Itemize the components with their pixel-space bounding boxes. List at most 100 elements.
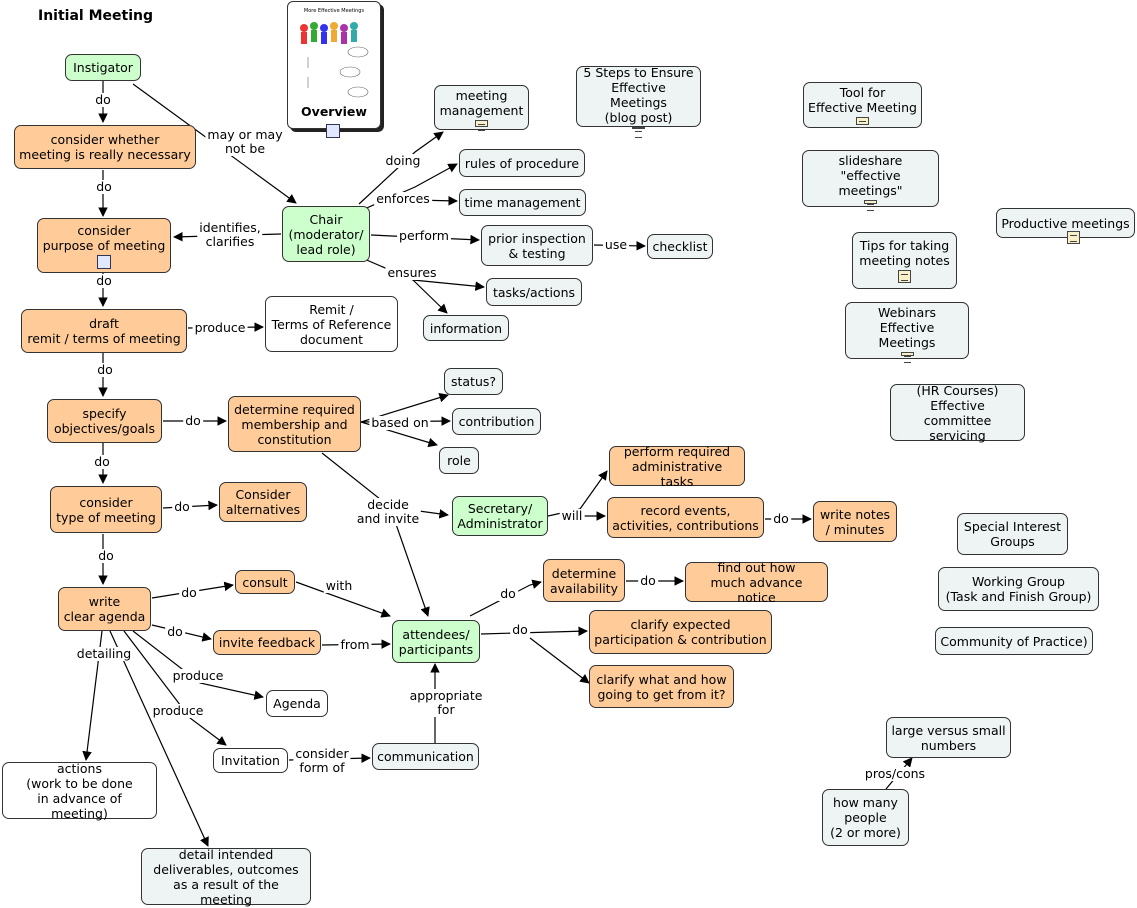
node-write-agenda[interactable]: write clear agenda [58, 587, 151, 631]
node-instigator[interactable]: Instigator [65, 54, 141, 81]
node-webinars[interactable]: Webinars Effective Meetings [845, 302, 969, 363]
node-record-events[interactable]: record events, activities, contributions [607, 497, 764, 538]
document-link-icon[interactable] [898, 270, 911, 283]
node-time-management[interactable]: time management [459, 189, 586, 216]
link-label: do [92, 454, 112, 469]
node-how-many[interactable]: how many people (2 or more) [822, 789, 909, 846]
overview-thumbnail: More Effective Meetings [300, 8, 369, 98]
node-clarify-what[interactable]: clarify what and how going to get from i… [589, 665, 734, 708]
link-label: ensures [385, 265, 439, 280]
link-label: enforces [374, 191, 432, 206]
link-label: doing [383, 153, 423, 168]
edge [412, 279, 448, 314]
node-actions[interactable]: actions (work to be done in advance of m… [2, 761, 157, 821]
node-consider-type[interactable]: consider type of meeting [50, 486, 162, 533]
node-determine-membership[interactable]: determine required membership and consti… [228, 396, 361, 452]
link-label: do [771, 511, 791, 526]
link-label: with [323, 578, 355, 593]
node-secretary[interactable]: Secretary/ Administrator [452, 496, 548, 536]
node-tool-effective[interactable]: Tool for Effective Meeting [803, 82, 922, 128]
node-productive-meetings[interactable]: Productive meetings [996, 208, 1135, 244]
link-label: may or may not be [205, 127, 285, 156]
edge [358, 131, 444, 205]
overview-card[interactable]: More Effective Meetings Overview [287, 1, 381, 138]
node-prior-inspection[interactable]: prior inspection & testing [481, 225, 593, 266]
document-link-icon[interactable] [1067, 231, 1080, 244]
page-title: Initial Meeting [38, 8, 153, 24]
node-consider-necessary[interactable]: consider whether meeting is really neces… [14, 125, 196, 169]
node-consider-purpose[interactable]: consider purpose of meeting [37, 218, 171, 273]
document-link-icon[interactable] [900, 352, 914, 363]
node-consider-alternatives[interactable]: Consider alternatives [219, 482, 307, 522]
overview-label: Overview [301, 104, 367, 119]
node-agenda[interactable]: Agenda [266, 690, 328, 717]
svg-text:More Effective Meetings: More Effective Meetings [304, 8, 365, 14]
node-meeting-management[interactable]: meeting management [434, 85, 529, 131]
node-draft-remit[interactable]: draft remit / terms of meeting [21, 309, 187, 353]
node-remit-doc[interactable]: Remit / Terms of Reference document [265, 296, 398, 352]
link-label: decide and invite [354, 497, 422, 526]
node-chair[interactable]: Chair (moderator/ lead role) [282, 206, 370, 262]
node-status[interactable]: status? [444, 368, 503, 395]
link-label: do [179, 585, 199, 600]
link-label: consider form of [293, 746, 351, 775]
link-label: pros/cons [862, 766, 928, 781]
node-five-steps[interactable]: 5 Steps to Ensure Effective Meetings (bl… [576, 65, 701, 138]
link-label: do [96, 548, 116, 563]
link-label: do [94, 273, 114, 288]
link-label: will [559, 508, 585, 523]
link-label: based on [369, 415, 431, 430]
link-label: detailing [74, 646, 134, 661]
node-role[interactable]: role [439, 447, 479, 474]
document-link-icon[interactable] [632, 126, 645, 138]
document-link-icon[interactable] [864, 200, 877, 211]
link-label: do [510, 622, 530, 637]
node-communication[interactable]: communication [372, 743, 479, 770]
edge [132, 630, 264, 700]
node-checklist[interactable]: checklist [647, 234, 713, 259]
node-slideshare[interactable]: slideshare "effective meetings" [802, 150, 939, 211]
node-hr-courses[interactable]: (HR Courses) Effective committee servici… [890, 383, 1025, 443]
node-determine-availability[interactable]: determine availability [543, 559, 625, 602]
edge [469, 579, 542, 617]
node-contribution[interactable]: contribution [452, 408, 541, 435]
node-consult[interactable]: consult [235, 570, 295, 594]
link-label: produce [150, 703, 206, 718]
node-specify-objectives[interactable]: specify objectives/goals [47, 399, 162, 443]
node-special-interest[interactable]: Special Interest Groups [957, 513, 1068, 555]
concept-map-link-icon[interactable] [326, 124, 340, 138]
link-label: use [602, 237, 630, 252]
link-label: do [94, 179, 114, 194]
link-label: produce [192, 320, 248, 335]
concept-map-link-icon[interactable] [97, 254, 111, 269]
link-label: do [638, 573, 658, 588]
edge [123, 630, 227, 746]
node-large-small[interactable]: large versus small numbers [886, 717, 1011, 758]
node-invitation[interactable]: Invitation [213, 748, 288, 773]
document-link-icon[interactable] [856, 117, 869, 128]
node-attendees[interactable]: attendees/ participants [392, 620, 480, 663]
edge [480, 626, 588, 637]
link-label: do [498, 586, 518, 601]
edge [295, 581, 391, 618]
node-tasks-actions[interactable]: tasks/actions [486, 278, 582, 306]
link-label: produce [170, 668, 226, 683]
node-tips-notes[interactable]: Tips for taking meeting notes [852, 232, 957, 289]
edge [529, 637, 590, 684]
link-label: do [183, 413, 203, 428]
node-find-out-notice[interactable]: find out how much advance notice [685, 560, 828, 605]
node-write-notes[interactable]: write notes / minutes [813, 501, 897, 542]
link-label: from [338, 637, 372, 652]
node-rules-of-procedure[interactable]: rules of procedure [459, 149, 585, 177]
link-label: perform [397, 228, 451, 243]
link-label: do [165, 624, 185, 639]
node-community-practice[interactable]: Community of Practice) [935, 627, 1093, 655]
node-information[interactable]: information [423, 315, 509, 341]
node-working-group[interactable]: Working Group (Task and Finish Group) [938, 567, 1099, 611]
node-perform-admin[interactable]: perform required administrative tasks [609, 444, 745, 489]
node-clarify-participation[interactable]: clarify expected participation & contrib… [589, 610, 772, 654]
document-link-icon[interactable] [475, 120, 488, 131]
link-label: do [172, 499, 192, 514]
node-detail-deliverables[interactable]: detail intended deliverables, outcomes a… [141, 847, 311, 907]
node-invite-feedback[interactable]: invite feedback [213, 630, 321, 655]
